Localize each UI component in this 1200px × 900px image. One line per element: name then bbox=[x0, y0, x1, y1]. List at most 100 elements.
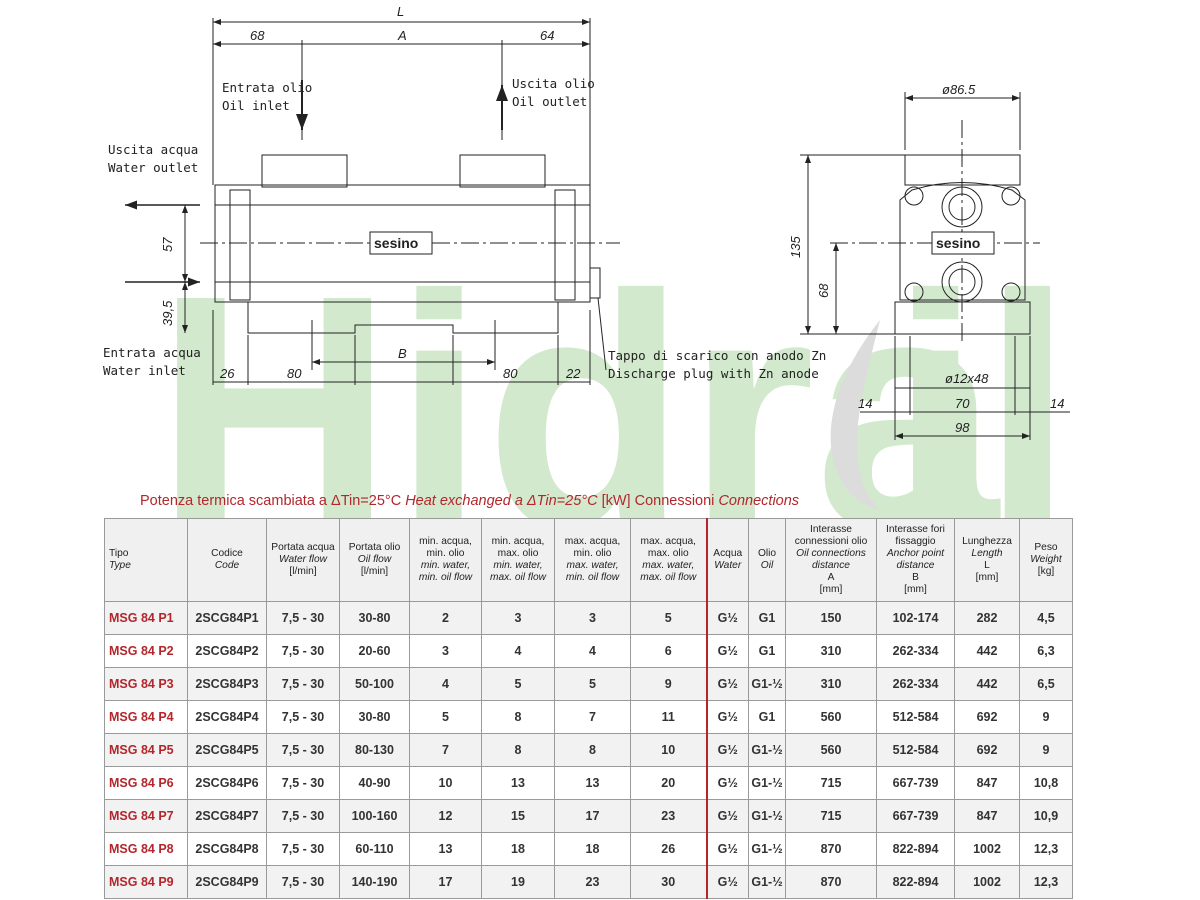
table-cell: 667-739 bbox=[876, 799, 955, 833]
table-cell: 5 bbox=[481, 667, 555, 701]
table-cell: 4 bbox=[481, 634, 555, 668]
table-cell: 10 bbox=[409, 766, 482, 800]
table-cell: 870 bbox=[785, 865, 877, 899]
table-cell: 2SCG84P8 bbox=[187, 832, 267, 866]
dim-135: 135 bbox=[788, 236, 803, 258]
table-cell: 17 bbox=[409, 865, 482, 899]
col-header-en: min. water, max. oil flow bbox=[489, 560, 547, 583]
table-cell: 4 bbox=[554, 634, 631, 668]
table-cell: 13 bbox=[554, 766, 631, 800]
col-header-unit: [mm] bbox=[819, 584, 843, 595]
table-cell: 7,5 - 30 bbox=[266, 700, 340, 734]
brand-plate-side: sesino bbox=[374, 235, 418, 251]
table-cell: 262-334 bbox=[876, 667, 955, 701]
table-cell: 3 bbox=[481, 601, 555, 635]
table-cell: 13 bbox=[481, 766, 555, 800]
table-cell: 2SCG84P6 bbox=[187, 766, 267, 800]
col-header-en: Weight bbox=[1030, 554, 1062, 565]
table-cell: 715 bbox=[785, 766, 877, 800]
table-cell: 20 bbox=[630, 766, 708, 800]
col-header-it: Acqua bbox=[713, 548, 743, 559]
table-cell: 40-90 bbox=[339, 766, 410, 800]
col-header-en: Water bbox=[714, 560, 742, 571]
table-cell: 18 bbox=[481, 832, 555, 866]
col-header-it: min. acqua, max. olio bbox=[491, 536, 545, 559]
col-header-en: Oil flow bbox=[357, 554, 392, 565]
table-cell: G1-½ bbox=[748, 766, 786, 800]
col-header-it: Codice bbox=[211, 548, 243, 559]
table-cell: G1-½ bbox=[748, 733, 786, 767]
col-header-en: Oil connections distance bbox=[796, 548, 866, 571]
table-cell: 150 bbox=[785, 601, 877, 635]
table-cell: G½ bbox=[706, 634, 749, 668]
table-cell: 13 bbox=[409, 832, 482, 866]
col-header-unit: [l/min] bbox=[360, 566, 389, 577]
col-header-en: Anchor point distance bbox=[886, 548, 945, 571]
technical-drawing: L 68 A 64 57 39,5 26 80 B 80 22 ø86.5 13… bbox=[103, 4, 1070, 440]
table-cell: 23 bbox=[630, 799, 708, 833]
table-cell: 2 bbox=[409, 601, 482, 635]
table-cell: 2SCG84P7 bbox=[187, 799, 267, 833]
table-cell: 262-334 bbox=[876, 634, 955, 668]
col-header-sym: A bbox=[827, 572, 835, 583]
oil-outlet-it-label: Uscita olio bbox=[512, 76, 595, 91]
table-cell: 100-160 bbox=[339, 799, 410, 833]
dim-L: L bbox=[397, 4, 404, 19]
dim-right-offset: 64 bbox=[540, 28, 554, 43]
col-header-it: Portata olio bbox=[348, 542, 401, 553]
water-inlet-it-label: Entrata acqua bbox=[103, 345, 201, 360]
col-header-en: max. water, min. oil flow bbox=[565, 560, 620, 583]
table-cell: G1-½ bbox=[748, 799, 786, 833]
model-cell: MSG 84 P9 bbox=[104, 865, 188, 899]
table-cell: 12,3 bbox=[1019, 865, 1073, 899]
table-cell: 4,5 bbox=[1019, 601, 1073, 635]
table-cell: 2SCG84P1 bbox=[187, 601, 267, 635]
model-cell: MSG 84 P1 bbox=[104, 601, 188, 635]
table-cell: 12,3 bbox=[1019, 832, 1073, 866]
table-cell: G½ bbox=[706, 766, 749, 800]
title-part-4: Connections bbox=[718, 493, 800, 509]
table-cell: 9 bbox=[1019, 733, 1073, 767]
dim-80-left: 80 bbox=[287, 366, 302, 381]
model-cell: MSG 84 P8 bbox=[104, 832, 188, 866]
table-cell: 8 bbox=[554, 733, 631, 767]
plug-it-label: Tappo di scarico con anodo Zn bbox=[608, 348, 826, 363]
col-header-unit: [l/min] bbox=[289, 566, 317, 577]
table-cell: 442 bbox=[954, 667, 1020, 701]
col-header-en: Code bbox=[214, 560, 240, 571]
table-cell: 30 bbox=[630, 865, 708, 899]
col-header-it: Interasse connessioni olio bbox=[794, 524, 868, 547]
table-cell: 7 bbox=[409, 733, 482, 767]
table-cell: 3 bbox=[554, 601, 631, 635]
table-cell: 9 bbox=[1019, 700, 1073, 734]
table-cell: 310 bbox=[785, 634, 877, 668]
table-cell: 310 bbox=[785, 667, 877, 701]
col-header-it: min. acqua, min. olio bbox=[419, 536, 472, 559]
table-cell: G½ bbox=[706, 601, 749, 635]
dim-14-right: 14 bbox=[1050, 396, 1064, 411]
table-title: Potenza termica scambiata a ΔTin=25°C He… bbox=[140, 493, 799, 509]
table-cell: 10,8 bbox=[1019, 766, 1073, 800]
model-cell: MSG 84 P5 bbox=[104, 733, 188, 767]
table-cell: 7,5 - 30 bbox=[266, 733, 340, 767]
col-header-en: Oil bbox=[760, 560, 774, 571]
table-cell: 102-174 bbox=[876, 601, 955, 635]
col-header-it: max. acqua, max. olio bbox=[640, 536, 697, 559]
dim-98: 98 bbox=[955, 420, 970, 435]
table-cell: 7,5 - 30 bbox=[266, 634, 340, 668]
table-cell: 15 bbox=[481, 799, 555, 833]
col-header-unit: [mm] bbox=[975, 572, 999, 583]
table-cell: 560 bbox=[785, 733, 877, 767]
table-cell: 715 bbox=[785, 799, 877, 833]
